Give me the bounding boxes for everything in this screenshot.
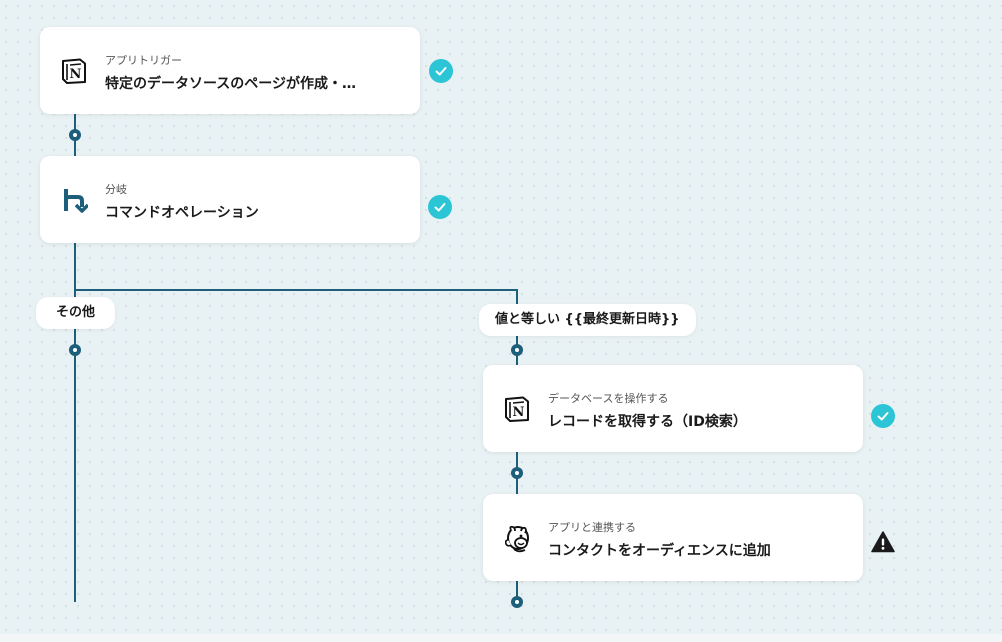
step-title: レコードを取得する（ID検索） <box>548 414 747 430</box>
add-step-node[interactable] <box>69 129 81 141</box>
check-icon <box>871 404 895 428</box>
step-card-branch[interactable]: 分岐 コマンドオペレーション <box>40 156 420 243</box>
connector-line <box>74 289 518 291</box>
branch-icon <box>60 186 90 216</box>
check-icon <box>428 195 452 219</box>
step-card-app-link[interactable]: アプリと連携する コンタクトをオーディエンスに追加 <box>483 494 863 581</box>
add-step-node[interactable] <box>511 344 523 356</box>
bottom-bar <box>0 634 1002 642</box>
step-title: コマンドオペレーション <box>105 205 259 221</box>
notion-icon: N <box>60 57 90 87</box>
connector-line <box>74 243 76 602</box>
branch-label-other[interactable]: その他 <box>36 297 116 329</box>
notion-icon: N <box>503 395 533 425</box>
step-type-label: アプリと連携する <box>548 521 636 534</box>
step-type-label: データベースを操作する <box>548 392 669 405</box>
step-type-label: アプリトリガー <box>105 54 182 67</box>
step-title: 特定のデータソースのページが作成・… <box>105 76 357 92</box>
svg-text:N: N <box>70 67 82 82</box>
mailchimp-icon <box>503 524 533 554</box>
step-type-label: 分岐 <box>105 183 127 196</box>
svg-text:N: N <box>513 405 525 420</box>
add-step-node[interactable] <box>511 596 523 608</box>
step-card-db-op[interactable]: N データベースを操作する レコードを取得する（ID検索） <box>483 365 863 452</box>
add-step-node[interactable] <box>69 344 81 356</box>
warning-icon <box>871 530 895 554</box>
branch-label-condition[interactable]: 値と等しい {{最終更新日時}} <box>479 304 696 336</box>
connector-line <box>516 581 518 601</box>
step-card-trigger[interactable]: N アプリトリガー 特定のデータソースのページが作成・… <box>40 27 420 114</box>
step-title: コンタクトをオーディエンスに追加 <box>548 543 771 559</box>
check-icon <box>429 59 453 83</box>
add-step-node[interactable] <box>511 467 523 479</box>
